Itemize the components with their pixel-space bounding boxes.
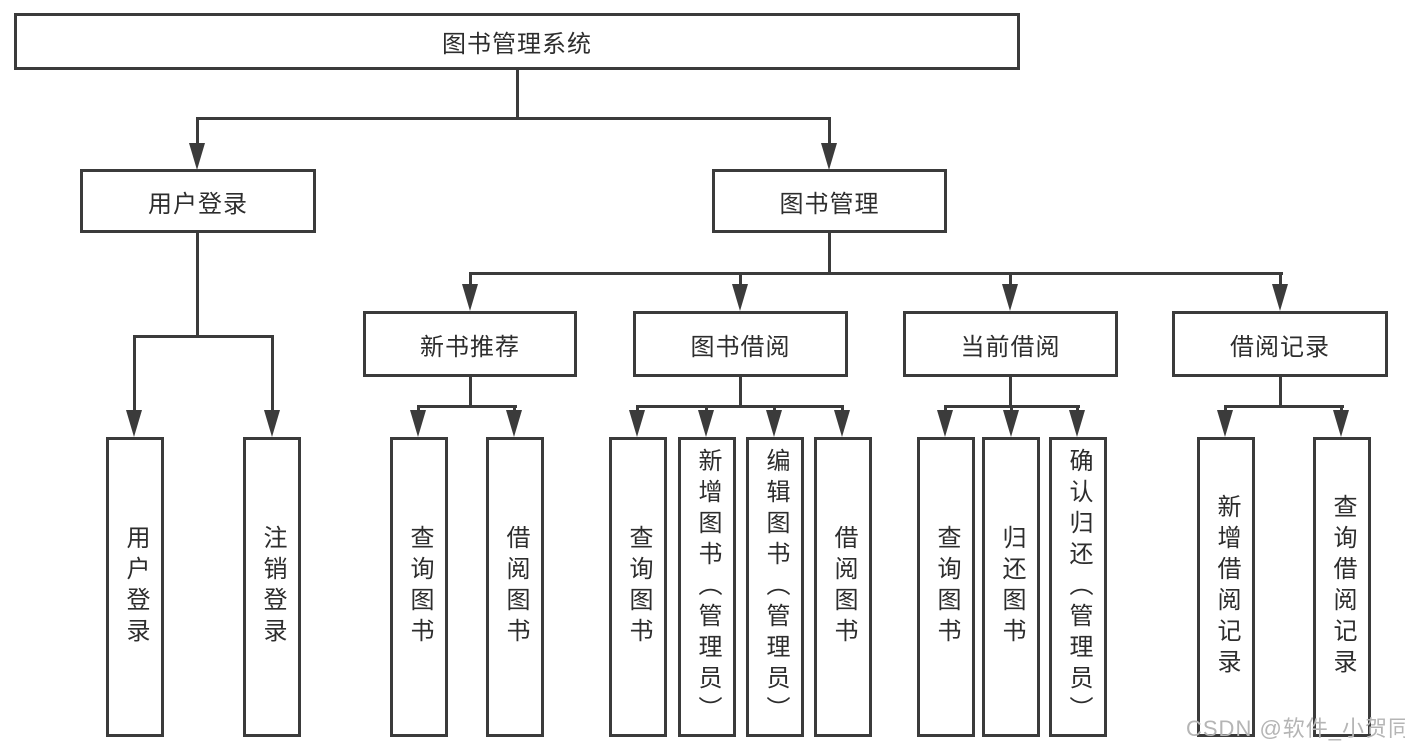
leaf-user-login: 用户登录	[106, 437, 164, 737]
connector-drop	[1224, 405, 1227, 414]
connector-section-stem	[1009, 375, 1012, 408]
connector-drop	[1010, 405, 1013, 414]
leaf-cb-confirm-return-admin: 确认归还（管理员）	[1049, 437, 1107, 737]
connector-drop	[1279, 272, 1282, 286]
connector-drop	[1340, 405, 1343, 414]
leaf-br-query-record: 查询借阅记录	[1313, 437, 1371, 737]
arrow-down-icon	[264, 410, 280, 437]
connector-drop	[133, 335, 136, 413]
leaf-nb-borrow-books: 借阅图书	[486, 437, 544, 737]
connector-drop	[271, 335, 274, 413]
connector-drop	[841, 405, 844, 414]
connector-drop	[1009, 272, 1012, 286]
arrow-down-icon	[1272, 284, 1288, 311]
connector-root-stem	[516, 69, 519, 118]
arrow-down-icon	[506, 410, 522, 437]
connector-level2-rail	[196, 117, 831, 120]
leaf-label: 查询图书	[406, 525, 433, 649]
node-borrow-records: 借阅记录	[1172, 311, 1388, 377]
connector-drop	[739, 272, 742, 286]
leaf-label: 借阅图书	[830, 525, 857, 649]
leaf-label: 查询图书	[933, 525, 960, 649]
connector-drop	[636, 405, 639, 414]
connector-rail	[417, 405, 517, 408]
node-current-borrowing: 当前借阅	[903, 311, 1118, 377]
leaf-bb-edit-books-admin: 编辑图书（管理员）	[746, 437, 804, 737]
connector-drop	[417, 405, 420, 414]
connector-rail	[636, 405, 844, 408]
arrow-down-icon	[1333, 410, 1349, 437]
leaf-br-add-record: 新增借阅记录	[1197, 437, 1255, 737]
leaf-label: 确认归还（管理员）	[1065, 447, 1092, 727]
arrow-down-icon	[937, 410, 953, 437]
connector-drop	[828, 117, 831, 147]
arrow-down-icon	[1069, 410, 1085, 437]
leaf-label: 编辑图书（管理员）	[762, 447, 789, 727]
leaf-label: 新增图书（管理员）	[694, 447, 721, 727]
connector-drop	[705, 405, 708, 414]
arrow-down-icon	[766, 410, 782, 437]
connector-level3-rail	[469, 272, 1283, 275]
leaf-label: 归还图书	[998, 525, 1025, 649]
leaf-label: 用户登录	[122, 525, 149, 649]
leaf-label: 借阅图书	[502, 525, 529, 649]
watermark-text: CSDN @软件_小贺同学	[1186, 716, 1405, 741]
arrow-down-icon	[1002, 284, 1018, 311]
node-root: 图书管理系统	[14, 13, 1020, 70]
connector-drop	[1076, 405, 1079, 414]
node-user-login-branch: 用户登录	[80, 169, 316, 233]
leaf-label: 查询借阅记录	[1329, 494, 1356, 680]
leaf-cb-return-books: 归还图书	[982, 437, 1040, 737]
connector-drop	[773, 405, 776, 414]
arrow-down-icon	[834, 410, 850, 437]
arrow-down-icon	[629, 410, 645, 437]
connector-drop	[513, 405, 516, 414]
arrow-down-icon	[732, 284, 748, 311]
leaf-bb-query-books: 查询图书	[609, 437, 667, 737]
leaf-nb-query-books: 查询图书	[390, 437, 448, 737]
connector-section-stem	[469, 375, 472, 408]
arrow-down-icon	[126, 410, 142, 437]
node-book-borrowing: 图书借阅	[633, 311, 848, 377]
connector-branch-stem	[828, 231, 831, 275]
leaf-logout: 注销登录	[243, 437, 301, 737]
arrow-down-icon	[1003, 410, 1019, 437]
leaf-label: 查询图书	[625, 525, 652, 649]
leaf-bb-borrow-books: 借阅图书	[814, 437, 872, 737]
leaf-bb-add-books-admin: 新增图书（管理员）	[678, 437, 736, 737]
arrow-down-icon	[698, 410, 714, 437]
leaf-label: 注销登录	[259, 525, 286, 649]
connector-drop	[196, 117, 199, 147]
connector-section-stem	[739, 375, 742, 408]
arrow-down-icon	[189, 143, 205, 170]
leaf-cb-query-books: 查询图书	[917, 437, 975, 737]
connector-branch-stem	[196, 231, 199, 338]
connector-rail	[1224, 405, 1344, 408]
leaf-label: 新增借阅记录	[1213, 494, 1240, 680]
connector-drop	[469, 272, 472, 286]
arrow-down-icon	[1217, 410, 1233, 437]
arrow-down-icon	[462, 284, 478, 311]
connector-rail	[133, 335, 274, 338]
node-new-book-recommend: 新书推荐	[363, 311, 577, 377]
arrow-down-icon	[821, 143, 837, 170]
connector-section-stem	[1279, 375, 1282, 408]
connector-drop	[944, 405, 947, 414]
arrow-down-icon	[410, 410, 426, 437]
node-book-management: 图书管理	[712, 169, 947, 233]
